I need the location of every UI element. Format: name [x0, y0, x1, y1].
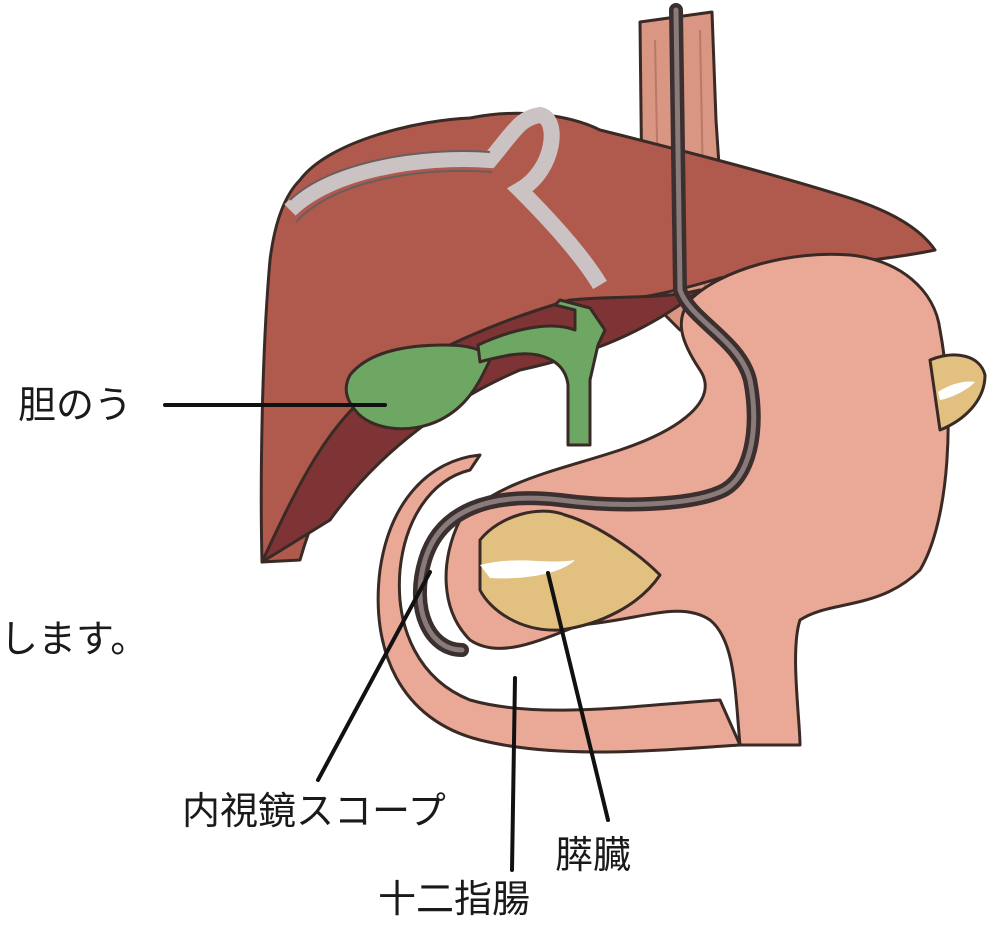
- label-fragment: します。: [0, 617, 148, 661]
- label-duodenum: 十二指腸: [378, 877, 530, 921]
- label-gallbladder: 胆のう: [18, 383, 132, 427]
- label-endoscope: 内視鏡スコープ: [182, 789, 446, 833]
- label-pancreas: 膵臓: [555, 833, 631, 877]
